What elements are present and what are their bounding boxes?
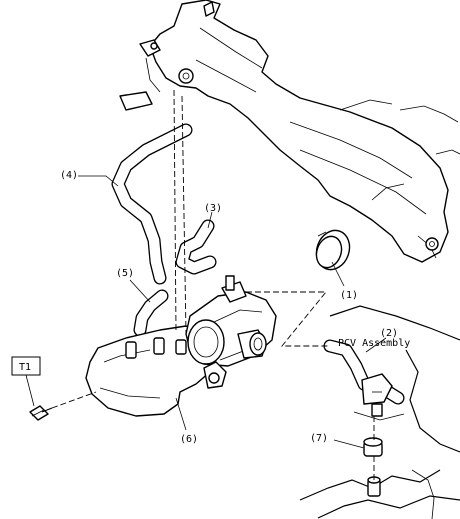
intake-manifold xyxy=(119,0,460,263)
torque-spec-box: T1 xyxy=(11,356,41,407)
hose-5 xyxy=(133,289,169,337)
callout-label-2: (2) xyxy=(380,328,398,339)
air-intake-duct-6 xyxy=(85,325,215,417)
pcv-hose-assembly-2 xyxy=(323,339,405,417)
callout-label-4: (4) xyxy=(60,170,78,181)
torque-spec-label: T1 xyxy=(19,362,31,373)
engine-block-outline xyxy=(299,305,460,519)
callout-label-6: (6) xyxy=(180,434,198,445)
throttle-body xyxy=(185,275,277,389)
hose-3 xyxy=(175,219,217,275)
callout-label-3: (3) xyxy=(204,203,222,214)
callout-label-1: (1) xyxy=(340,290,358,301)
pcv-assembly-label: PCV Assembly xyxy=(338,338,410,349)
clamp-ring-1 xyxy=(315,229,351,271)
callout-label-7: (7) xyxy=(310,433,328,444)
mounting-bolt xyxy=(29,405,53,421)
alignment-dashes xyxy=(51,89,375,480)
leader-lines xyxy=(78,175,387,449)
pcv-grommet-7 xyxy=(363,437,383,497)
callout-label-5: (5) xyxy=(116,268,134,279)
hose-4 xyxy=(111,123,193,285)
